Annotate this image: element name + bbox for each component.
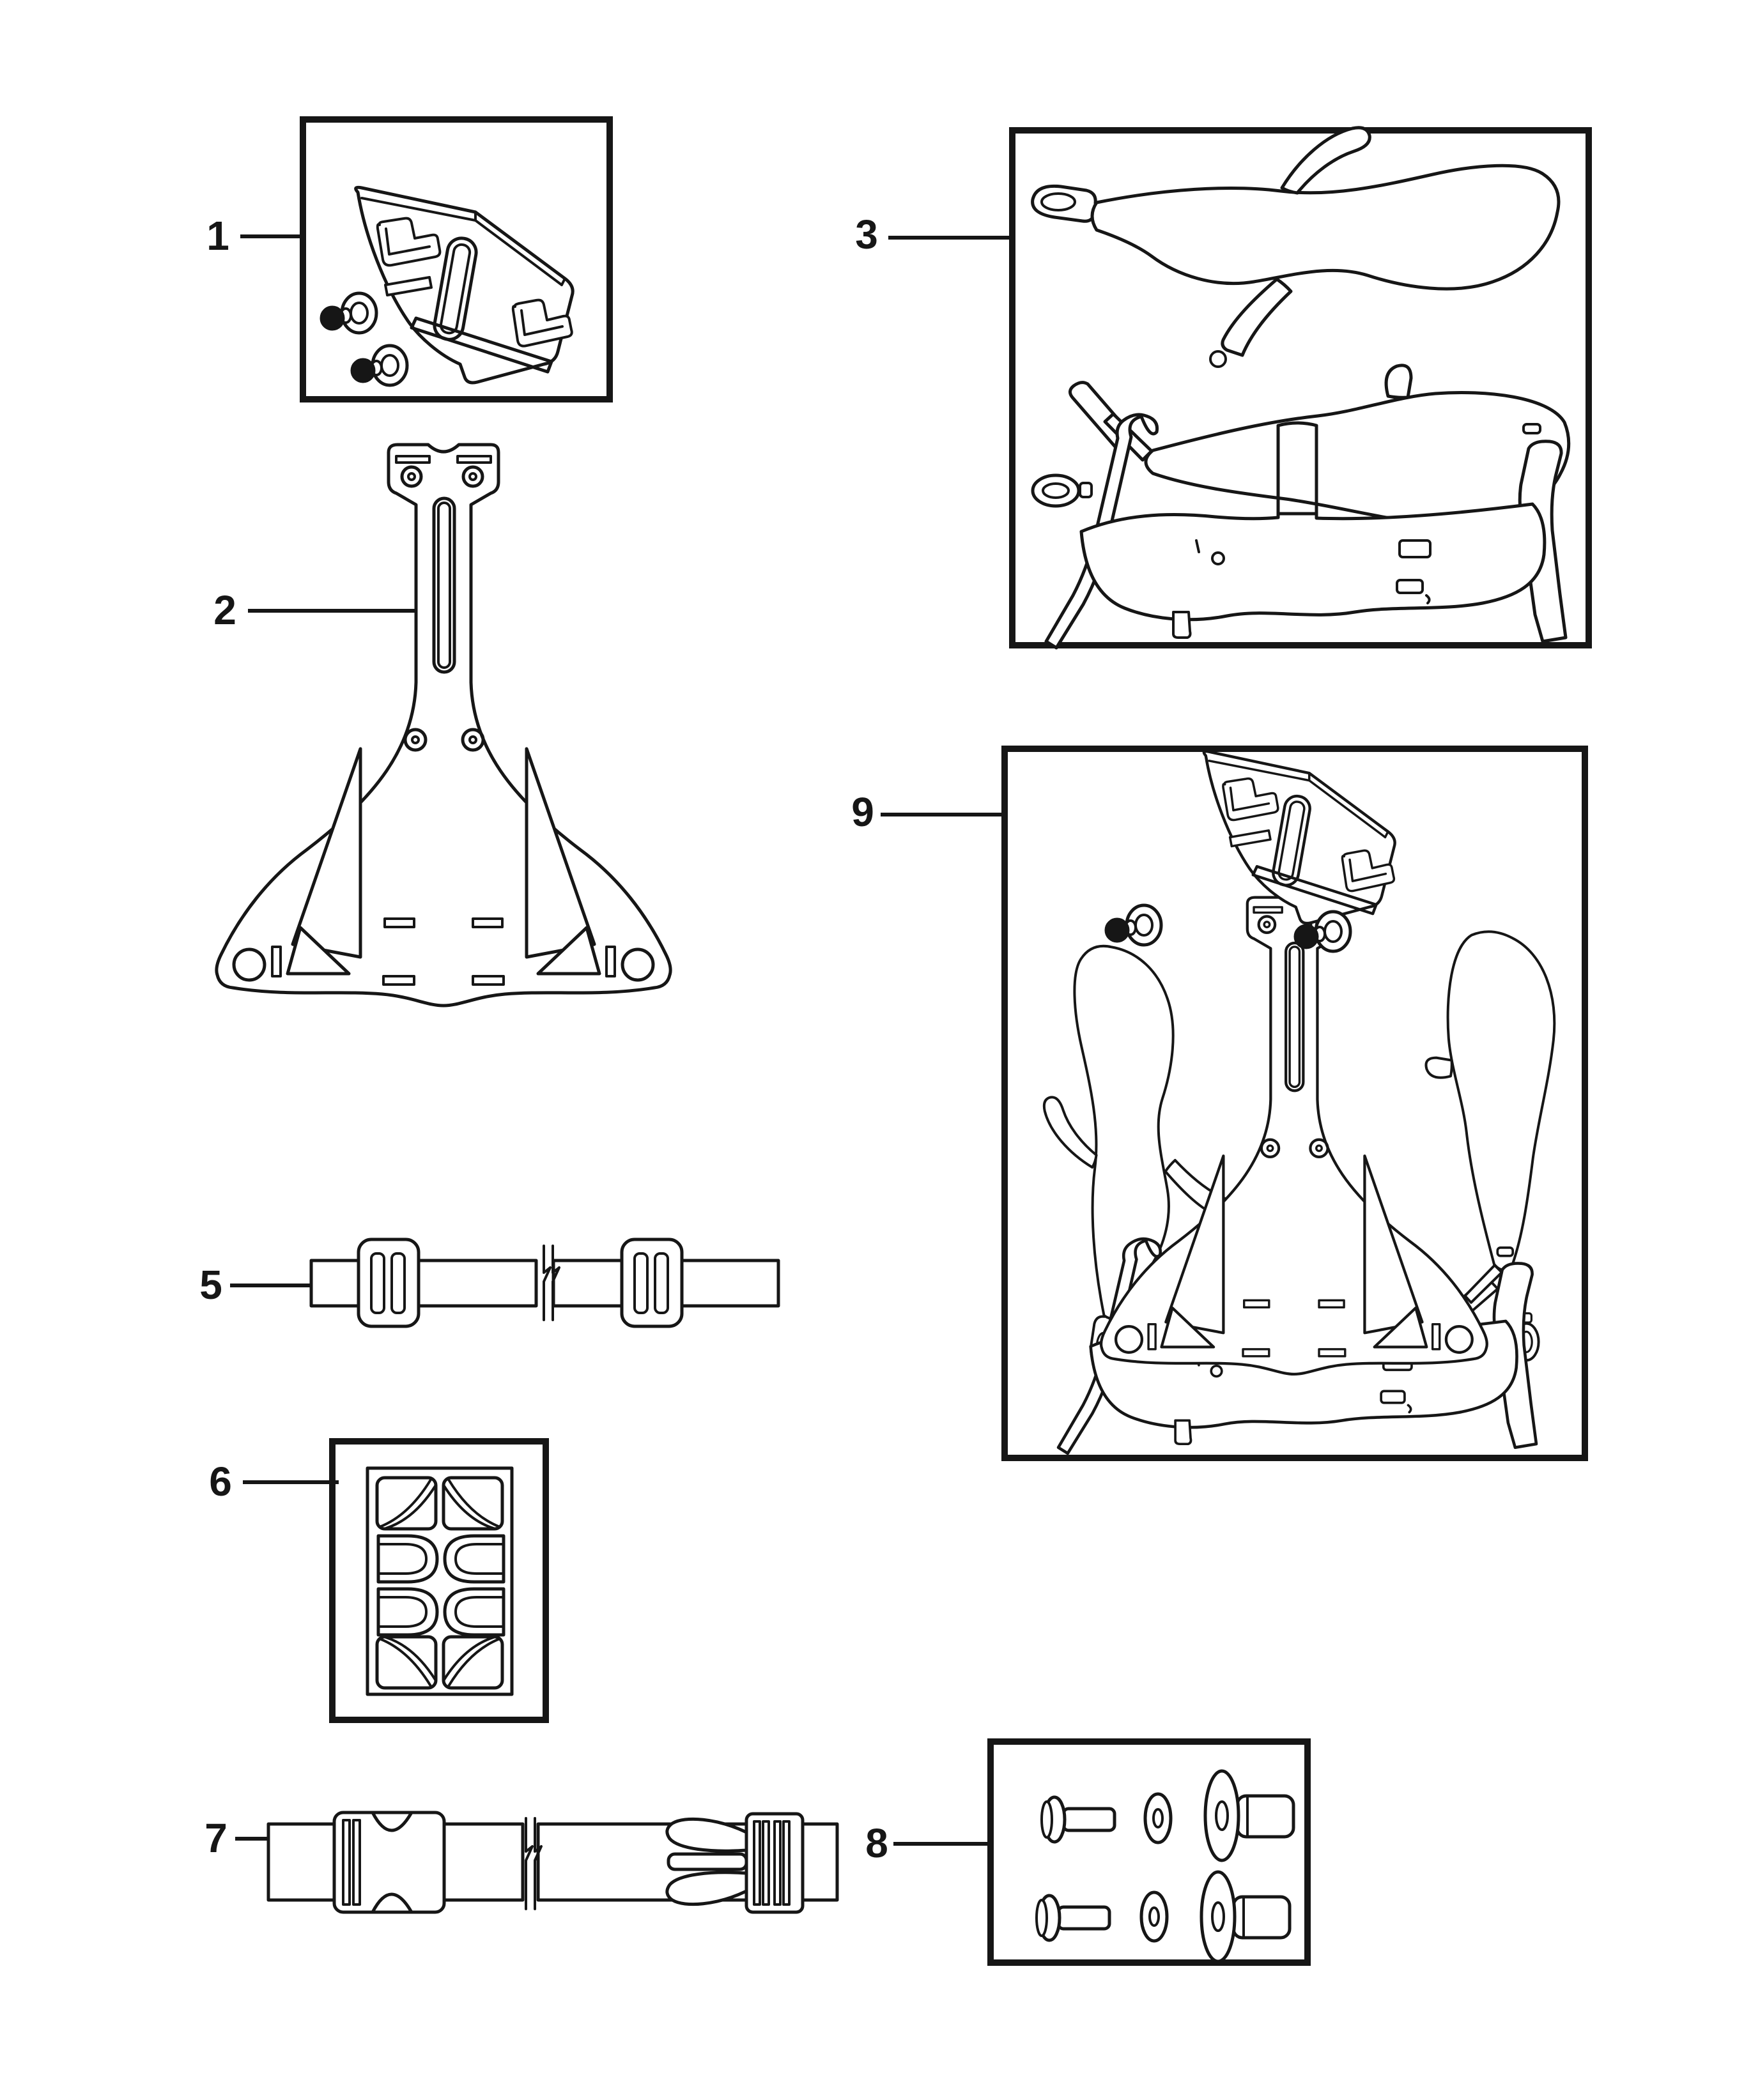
- shoulder-strap-upper-drawing: [1033, 128, 1559, 367]
- washer-large-with-bolt: [1203, 1769, 1295, 1862]
- part-1-mount-plate-kit: [321, 187, 573, 385]
- part-6-back-pad: [366, 1466, 514, 1696]
- pad-cushion: [443, 1587, 505, 1637]
- buckle-female: [332, 1811, 446, 1914]
- slide-buckle: [357, 1238, 421, 1328]
- screw-small: [1035, 1894, 1111, 1942]
- thumb-screw-drawing: [1106, 905, 1161, 945]
- pad-cushion: [442, 1476, 504, 1531]
- backplate-frame-drawing: [217, 445, 670, 1006]
- washer-small: [1139, 1890, 1169, 1943]
- part-3-box: [1009, 127, 1592, 648]
- strap-band-left: [309, 1259, 538, 1308]
- part-1-box: [300, 116, 613, 402]
- pad-cushion: [443, 1534, 505, 1584]
- callout-5-label: 5: [199, 1262, 222, 1308]
- callout-1: 1: [206, 213, 303, 259]
- callout-6-label: 6: [209, 1459, 232, 1505]
- pad-cushion: [375, 1635, 438, 1690]
- thumb-screw-drawing: [351, 346, 407, 385]
- callout-6: 6: [209, 1459, 339, 1505]
- callout-8-label: 8: [865, 1820, 888, 1866]
- part-3-harness-set: [1033, 128, 1569, 648]
- break-marks: [525, 1817, 543, 1910]
- callout-5: 5: [199, 1262, 327, 1308]
- pad-cushion: [376, 1534, 439, 1584]
- washer-small: [1143, 1792, 1173, 1844]
- callout-1-label: 1: [206, 213, 229, 259]
- part-8-box: [987, 1738, 1311, 1966]
- part-7-belt: [266, 1811, 839, 1914]
- part-8-hardware-kit: [1035, 1769, 1295, 1963]
- pad-cushion: [442, 1635, 504, 1690]
- part-6-box: [329, 1438, 549, 1723]
- pad-outline: [366, 1466, 514, 1696]
- mount-plate-assembled: [1204, 751, 1395, 923]
- callout-9: 9: [851, 789, 1005, 835]
- callout-7-label: 7: [204, 1815, 228, 1861]
- callout-8: 8: [865, 1820, 991, 1866]
- part-5-strap: [309, 1238, 780, 1328]
- washer-large-with-bolt: [1200, 1870, 1292, 1963]
- callout-3: 3: [855, 211, 1012, 257]
- part-9-assembly: [1044, 751, 1554, 1453]
- callout-2: 2: [213, 587, 445, 633]
- thumb-screw-drawing: [321, 293, 376, 333]
- callout-2-label: 2: [213, 587, 236, 633]
- screw-small: [1040, 1795, 1116, 1844]
- buckle-male: [665, 1812, 805, 1914]
- part-9-box: [1001, 746, 1588, 1461]
- callout-3-label: 3: [855, 211, 878, 257]
- break-marks: [543, 1245, 560, 1321]
- slide-buckle: [620, 1238, 684, 1328]
- pad-cushion: [376, 1587, 439, 1637]
- pad-cushion: [375, 1476, 438, 1531]
- callout-9-label: 9: [851, 789, 874, 835]
